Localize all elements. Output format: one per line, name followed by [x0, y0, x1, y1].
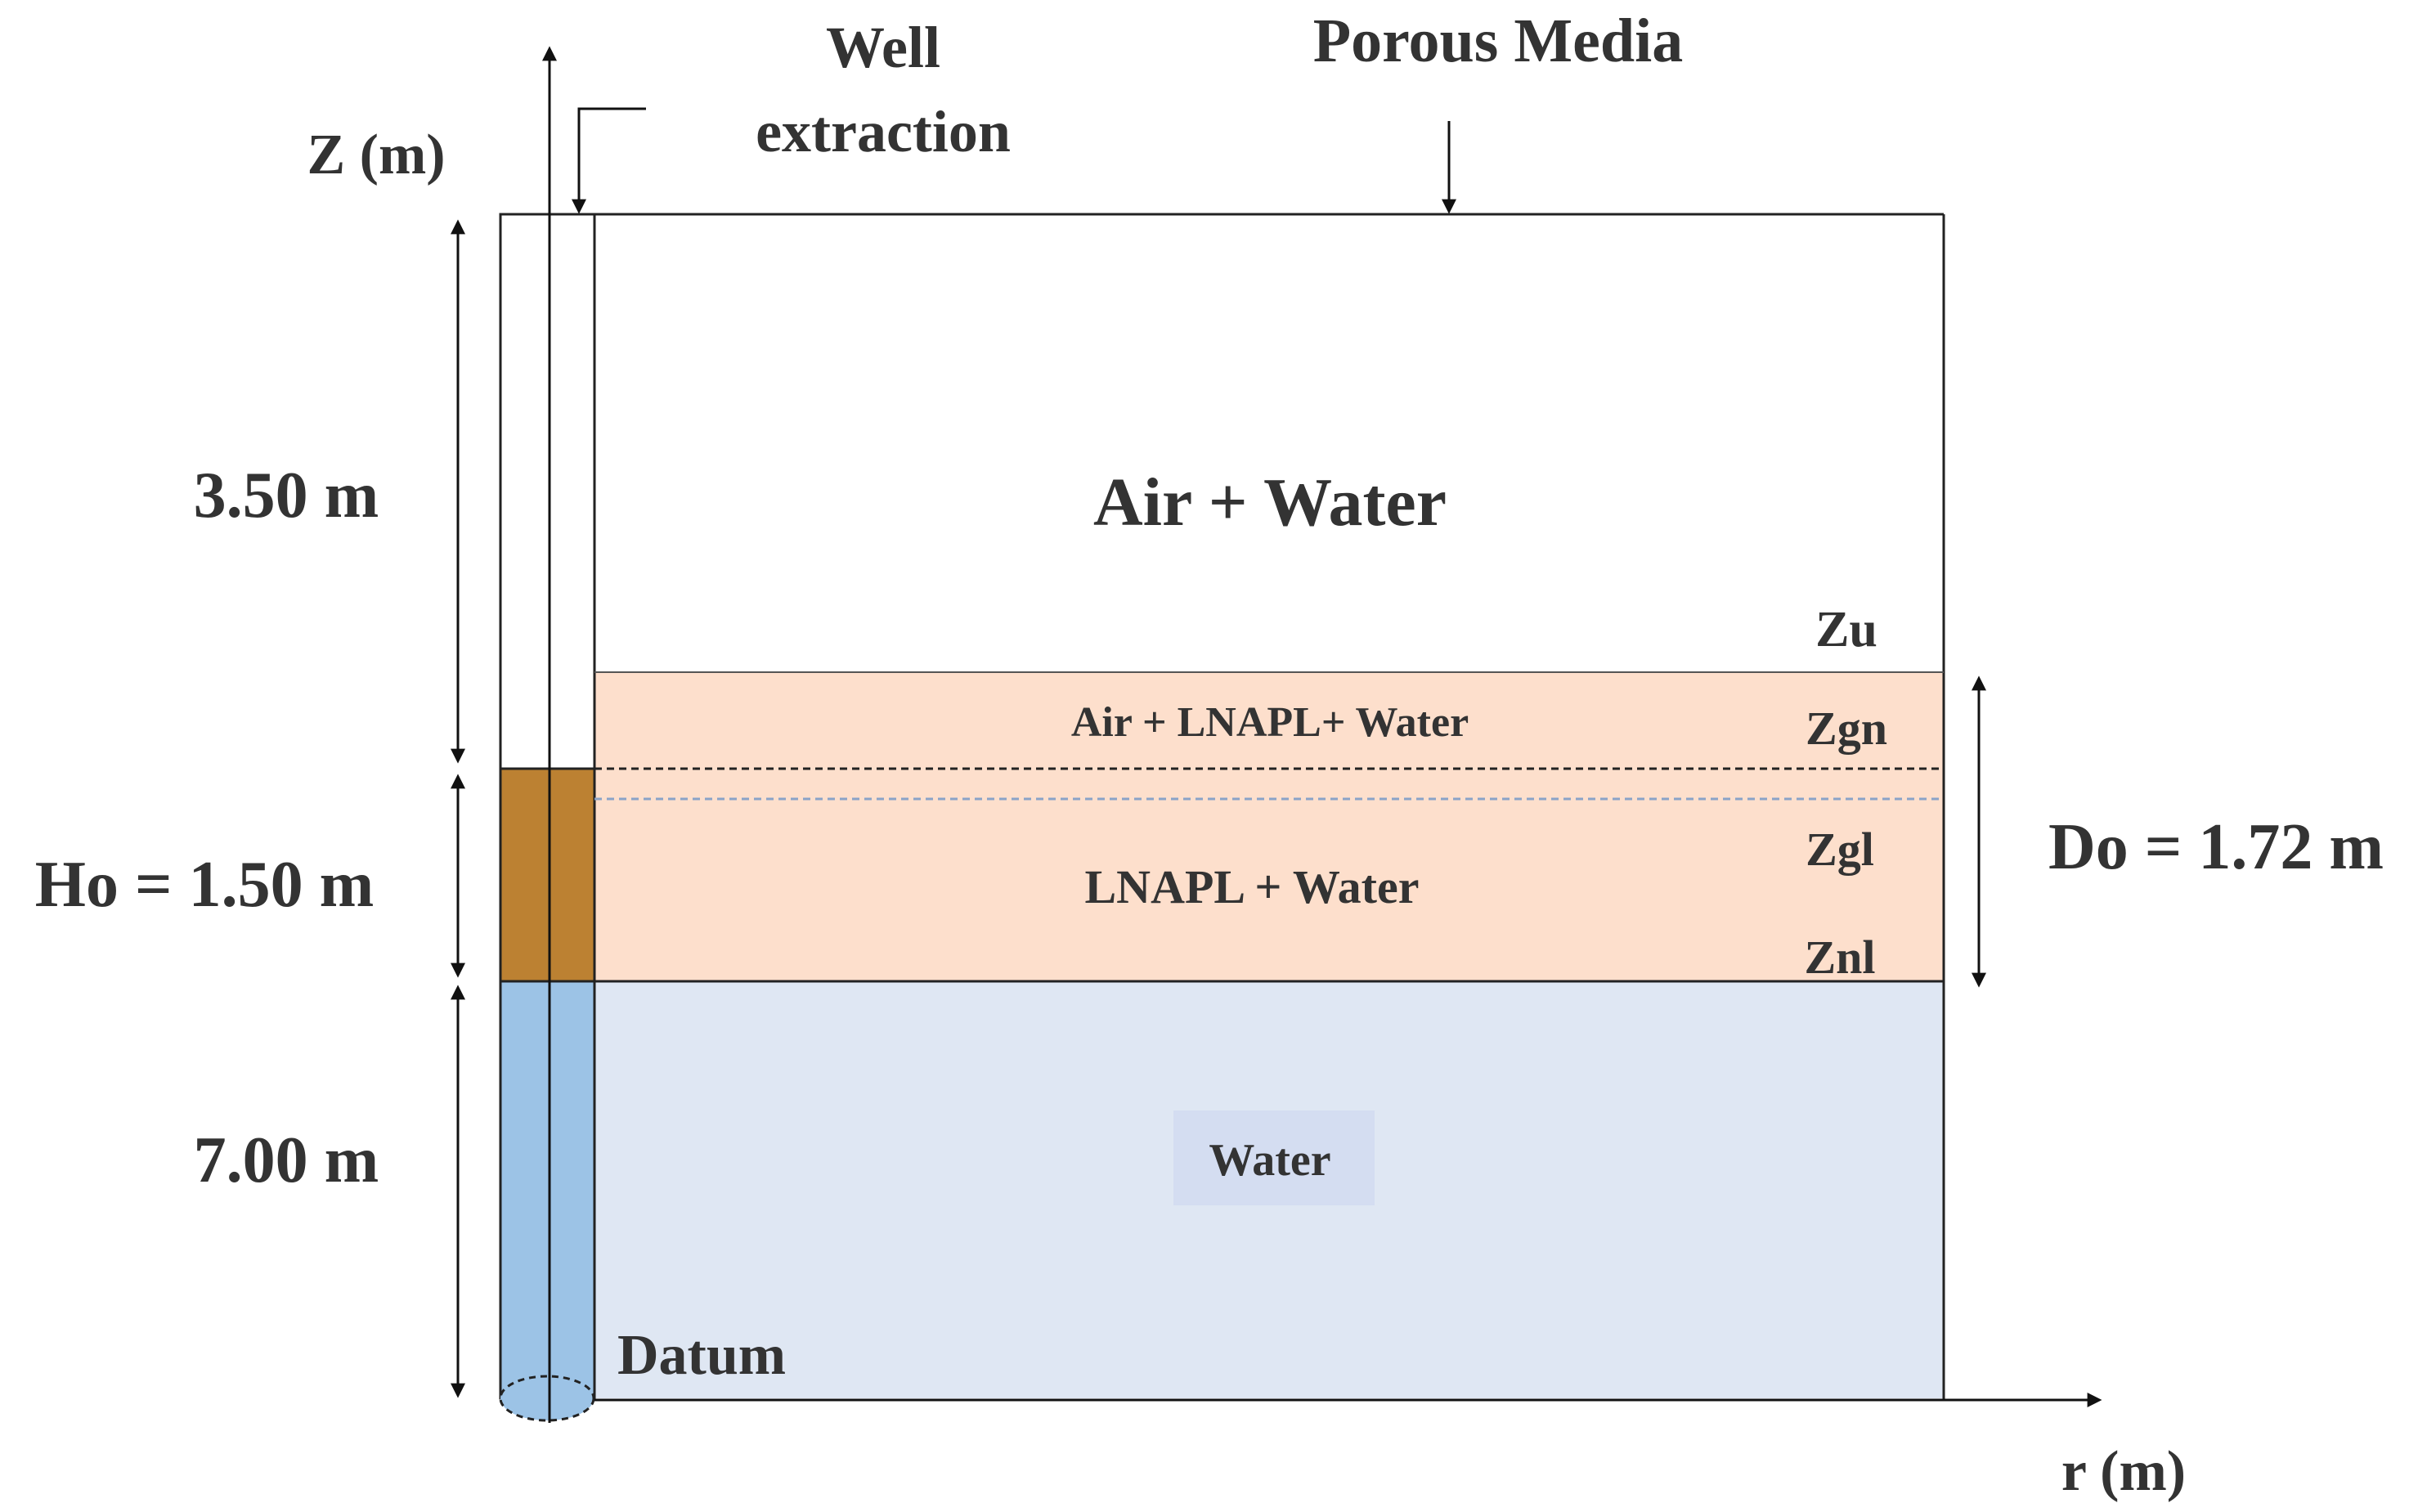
water-label: Water — [1209, 1135, 1330, 1186]
well-extraction-label-line1: Well — [826, 15, 940, 80]
well-water-column — [499, 980, 596, 1400]
well-casing-upper — [499, 213, 596, 770]
well-lnapl-column — [499, 767, 596, 983]
dimension-ho-label: Ho = 1.50 m — [35, 849, 374, 921]
well-extraction-label-line2: extraction — [756, 99, 1011, 164]
dimension-do-label: Do = 1.72 m — [2048, 811, 2384, 883]
level-znl: Znl — [1804, 931, 1875, 984]
air-lnapl-water-label: Air + LNAPL+ Water — [1071, 699, 1469, 746]
porous-media-label: Porous Media — [1313, 7, 1683, 75]
air-water-zone — [594, 214, 1944, 672]
dimension-top-label: 3.50 m — [194, 460, 379, 532]
r-axis-label: r (m) — [2061, 1440, 2186, 1503]
level-zgn: Zgn — [1806, 702, 1887, 755]
z-axis-label: Z (m) — [307, 123, 445, 186]
well-bottom-ellipse — [499, 1375, 595, 1422]
dimension-bottom-label: 7.00 m — [194, 1124, 379, 1196]
lnapl-zone — [594, 672, 1944, 981]
datum-label: Datum — [617, 1324, 786, 1387]
lnapl-water-label: LNAPL + Water — [1085, 860, 1420, 913]
well-extraction-pointer — [572, 107, 646, 214]
level-zgl: Zgl — [1806, 823, 1874, 876]
water-label-box — [1173, 1110, 1375, 1205]
air-water-label: Air + Water — [1093, 464, 1447, 541]
level-zu: Zu — [1815, 602, 1877, 657]
